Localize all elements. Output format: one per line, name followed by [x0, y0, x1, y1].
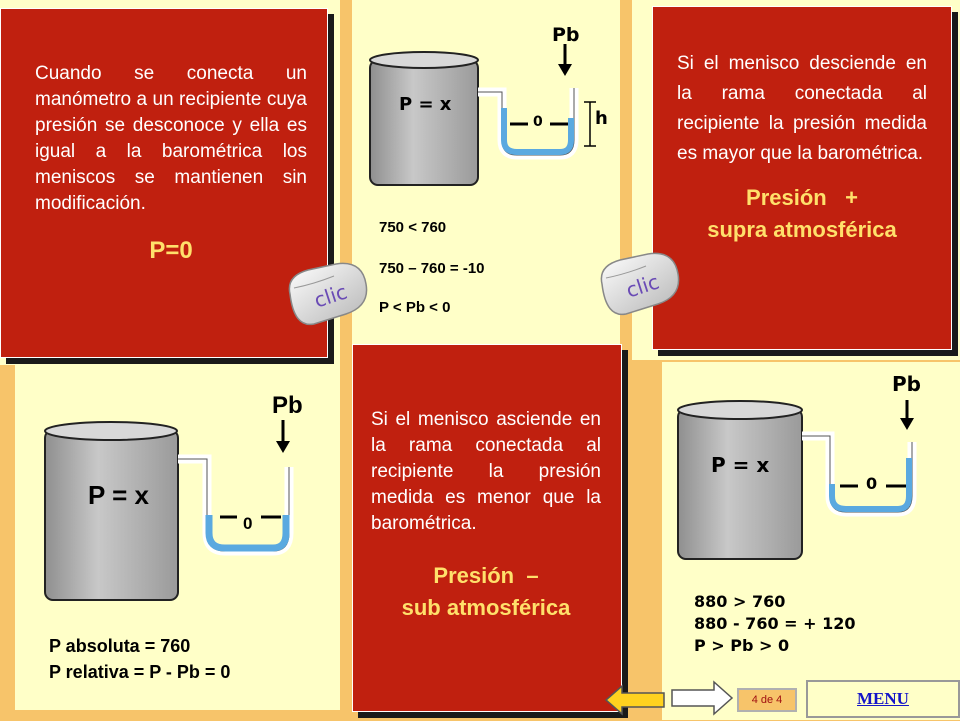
manometer-tube — [478, 87, 579, 160]
mercury-column — [501, 108, 574, 155]
card-sub-result-1: Presión – — [433, 563, 539, 588]
clic-button-left[interactable]: clic — [284, 262, 368, 330]
tank — [44, 429, 179, 601]
calc-supra-3: P > Pb > 0 — [694, 636, 790, 655]
zero-label-supra: 0 — [866, 474, 878, 493]
mouse-icon — [600, 252, 680, 316]
mercury-column — [829, 458, 912, 512]
zero-label-sub: 0 — [533, 114, 543, 130]
prev-arrow-button[interactable] — [604, 684, 666, 716]
tank-label-equal: P = x — [88, 480, 149, 510]
menu-link[interactable]: MENU — [857, 689, 909, 708]
pb-label-sub: Pb — [552, 24, 580, 46]
card-sub-result-2: sub atmosférica — [401, 595, 571, 620]
pb-label-supra: Pb — [892, 372, 921, 396]
next-arrow-button[interactable] — [670, 680, 734, 716]
calc-equal-1: P absoluta = 760 — [49, 636, 191, 656]
card-supra-text: Si el menisco desciende en la rama conec… — [677, 53, 927, 164]
mercury-column — [205, 515, 290, 552]
manometer-tube — [178, 454, 294, 556]
card-equal-pressure: Cuando se conecta un manómetro a un reci… — [0, 8, 328, 358]
tank-label-supra: P = x — [711, 453, 770, 477]
page-indicator-text: 4 de 4 — [751, 694, 783, 706]
tank-rim — [677, 400, 803, 420]
arrow-right-icon — [671, 680, 734, 716]
card-supra-result-2: supra atmosférica — [707, 217, 897, 242]
card-sub-pressure: Si el menisco asciende en la rama conect… — [352, 344, 622, 712]
tank — [369, 59, 479, 186]
mouse-icon — [288, 262, 368, 326]
pb-label-equal: Pb — [272, 392, 303, 419]
calc-equal-2: P relativa = P - Pb = 0 — [49, 662, 231, 682]
card-supra-pressure: Si el menisco desciende en la rama conec… — [652, 6, 952, 350]
tank — [677, 408, 803, 560]
calc-supra-1: 880 > 760 — [694, 592, 786, 611]
manometer-diagram-equal — [44, 420, 294, 601]
card-equal-text: Cuando se conecta un manómetro a un reci… — [35, 63, 307, 214]
calc-supra-2: 880 - 760 = + 120 — [694, 614, 856, 633]
tank-rim — [44, 421, 178, 441]
manometer-diagram-supra — [677, 400, 917, 560]
tank-rim — [369, 51, 479, 69]
zero-label-equal: 0 — [243, 514, 253, 533]
manometer-diagram-sub — [369, 44, 596, 186]
calc-sub-2: 750 – 760 = -10 — [379, 260, 485, 277]
calc-sub-3: P < Pb < 0 — [379, 299, 451, 316]
h-label-sub: h — [595, 108, 608, 129]
card-supra-result-1: Presión + — [746, 185, 858, 210]
menu-button[interactable]: MENU — [806, 680, 960, 718]
clic-button-right[interactable]: clic — [596, 252, 680, 320]
arrow-left-icon — [604, 684, 665, 716]
tank-label-sub: P = x — [399, 94, 452, 115]
calc-sub-1: 750 < 760 — [379, 219, 447, 236]
card-sub-text: Si el menisco asciende en la rama conect… — [371, 409, 601, 534]
page-indicator: 4 de 4 — [737, 688, 797, 712]
manometer-tube — [802, 431, 917, 517]
card-equal-result: P=0 — [149, 237, 193, 264]
